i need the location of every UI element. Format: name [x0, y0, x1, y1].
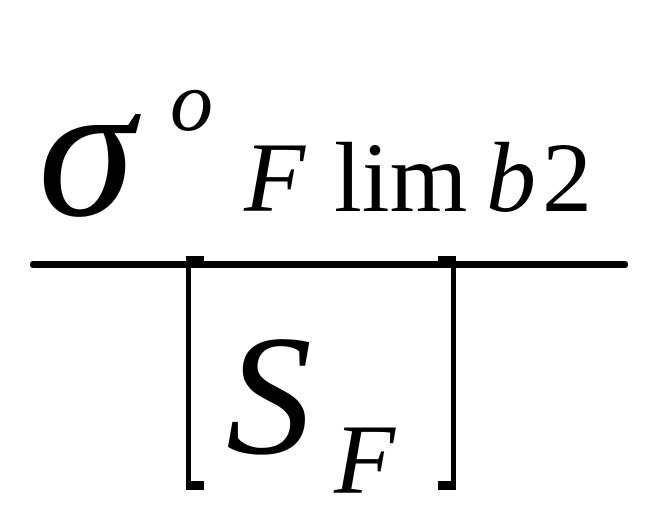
right-bracket [438, 256, 456, 490]
subscript-2: 2 [542, 122, 592, 233]
subscript-lim: lim [334, 122, 468, 233]
denominator-s: S [226, 301, 312, 491]
subscript-f: F [244, 122, 306, 233]
left-bracket [186, 256, 204, 490]
sigma-superscript: o [170, 53, 213, 149]
fraction-bar [30, 261, 628, 268]
denominator-subscript-f: F [334, 404, 396, 515]
sigma-symbol: σ [38, 41, 135, 258]
subscript-b: b [486, 122, 536, 233]
